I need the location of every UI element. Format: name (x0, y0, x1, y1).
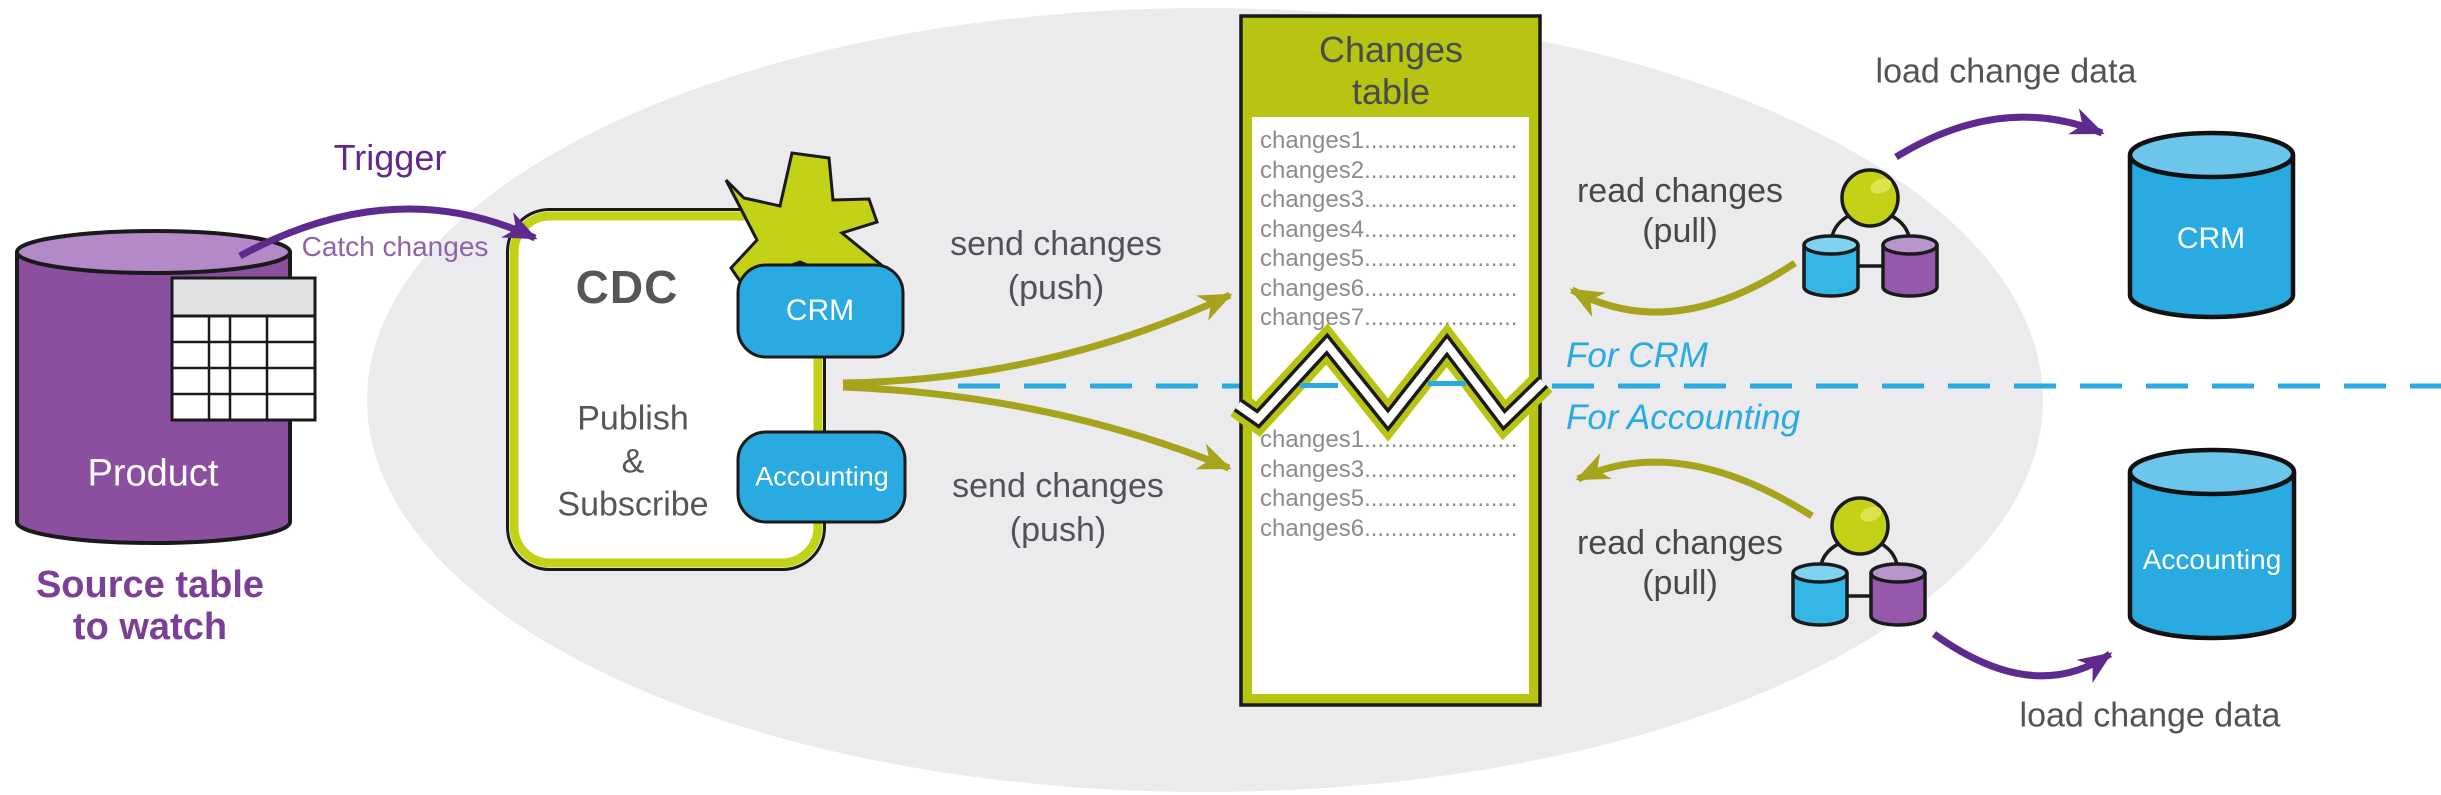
accounting-database-cylinder-icon (2127, 447, 2297, 641)
subscribe-line: Subscribe (557, 485, 709, 524)
load-change-data-top-label: load change data (1875, 52, 2137, 91)
read-bottom-line2: (pull) (1642, 564, 1718, 602)
star-burst-icon (724, 151, 893, 289)
read-changes-arrow-accounting (1575, 453, 1814, 519)
send-top-line2: (push) (1007, 269, 1105, 307)
accounting-badge-label: Accounting (755, 461, 889, 492)
read-changes-bottom-label: read changes (pull) (1577, 523, 1783, 603)
send-top-line1: send changes (950, 225, 1162, 263)
table-row: changes1........................ (1260, 127, 1516, 154)
load-change-data-bottom-label: load change data (2019, 696, 2281, 735)
table-grid-icon (170, 276, 317, 422)
read-top-line1: read changes (1576, 172, 1784, 210)
table-tear-zigzag (1230, 322, 1553, 442)
catch-changes-label: Catch changes (301, 231, 489, 262)
send-changes-arrow-accounting (842, 383, 1232, 472)
table-row: changes6........................ (1260, 514, 1516, 542)
table-row: changes6........................ (1260, 274, 1516, 302)
changes-table-title-line2: table (1351, 71, 1431, 112)
pubsub-subscriber-icon-accounting (1791, 496, 1927, 627)
table-row: changes5........................ (1260, 245, 1516, 272)
read-top-line2: (pull) (1642, 212, 1718, 250)
table-row: changes3........................ (1260, 455, 1516, 483)
crm-badge (736, 263, 905, 359)
table-row: changes5........................ (1260, 485, 1516, 512)
load-change-data-arrow-accounting (1931, 631, 2113, 683)
table-row: changes1........................ (1260, 426, 1516, 453)
read-changes-top-label: read changes (pull) (1577, 171, 1783, 251)
source-cylinder-label: Product (87, 452, 219, 495)
crm-database-cylinder-icon (2127, 130, 2296, 320)
publish-subscribe-label: Publish & Subscribe (557, 398, 708, 527)
table-row: changes3........................ (1260, 186, 1516, 213)
send-bottom-line2: (push) (1009, 511, 1107, 549)
crm-cylinder-label: CRM (2176, 222, 2246, 255)
send-changes-arrow-crm (842, 291, 1233, 387)
changes-table-title-line1: Changes (1318, 29, 1464, 70)
load-change-data-arrow-crm (1894, 108, 2105, 160)
source-caption-line1: Source table (35, 564, 265, 606)
trigger-label: Trigger (333, 137, 447, 178)
read-bottom-line1: read changes (1576, 524, 1784, 562)
cdc-title: CDC (575, 261, 679, 313)
source-caption: Source table to watch (36, 564, 264, 648)
changes-table-title: Changes table (1319, 29, 1463, 113)
crm-badge-label: CRM (785, 294, 855, 327)
publish-line: Publish (577, 399, 689, 438)
trigger-arrow (238, 205, 538, 260)
source-caption-line2: to watch (72, 606, 228, 648)
pubsub-subscriber-icon-crm (1802, 168, 1939, 298)
ampersand-line: & (621, 442, 645, 481)
table-row: changes7........................ (1260, 304, 1516, 331)
lane-label-crm: For CRM (1566, 336, 1708, 375)
table-row: changes2........................ (1260, 156, 1516, 184)
read-changes-arrow-crm (1569, 260, 1797, 318)
changes-table (1239, 14, 1542, 707)
send-changes-bottom-label: send changes (push) (952, 464, 1164, 552)
lane-label-accounting: For Accounting (1566, 398, 1801, 437)
accounting-badge (736, 430, 907, 524)
send-changes-top-label: send changes (push) (950, 222, 1162, 310)
accounting-cylinder-label: Accounting (2142, 544, 2282, 575)
table-row: changes4........................ (1260, 215, 1516, 243)
send-bottom-line1: send changes (952, 467, 1164, 505)
